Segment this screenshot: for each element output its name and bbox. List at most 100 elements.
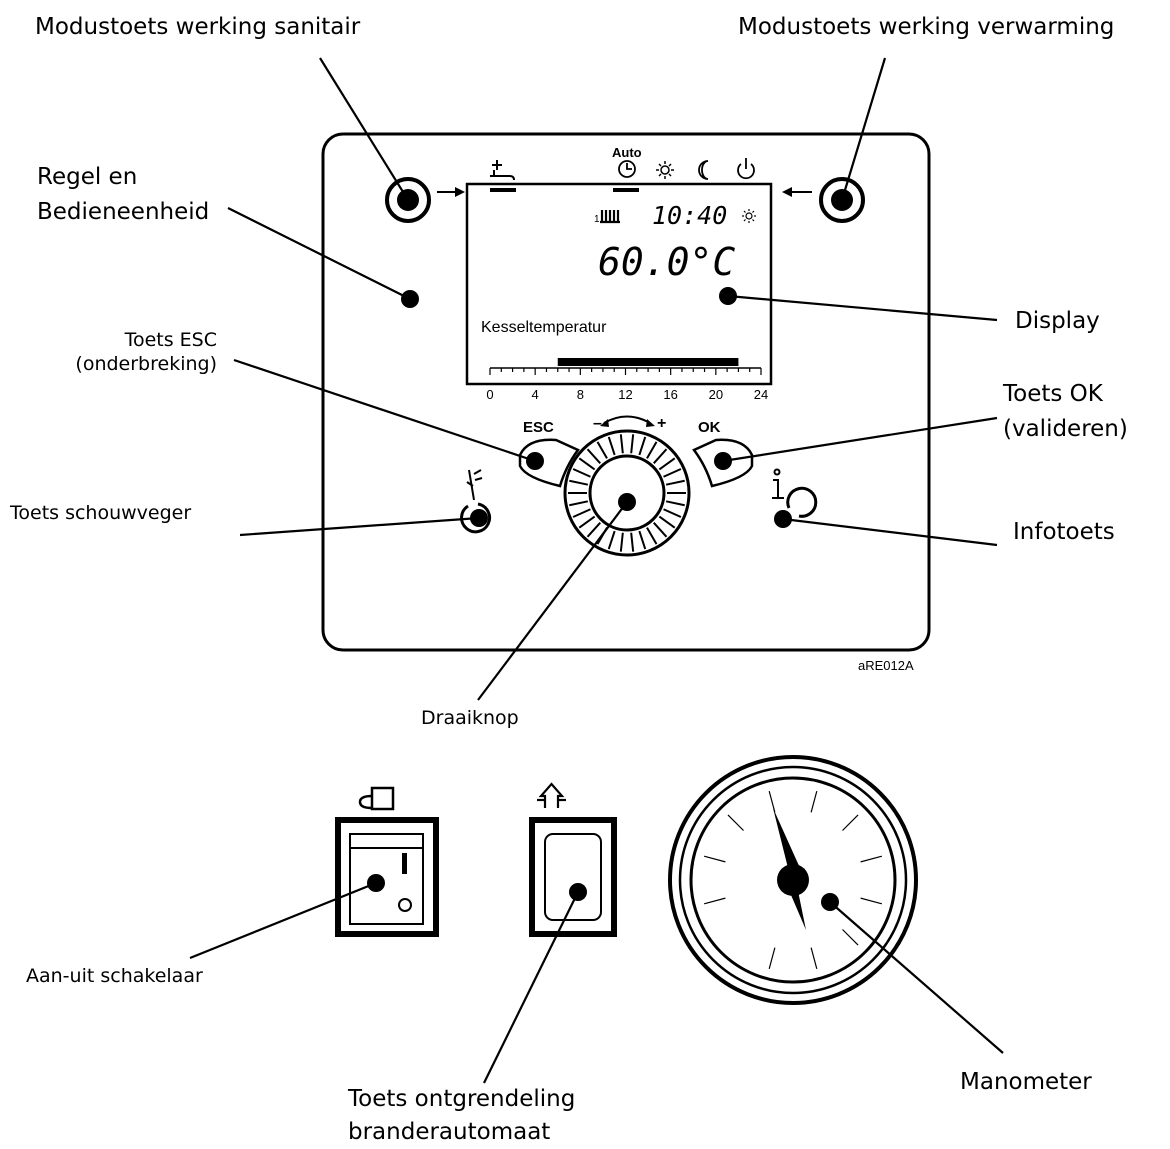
timeline-label: 20 [709, 387, 723, 402]
knob-ridge [607, 530, 616, 550]
knob-ridge [569, 500, 589, 507]
label-reset-2: branderautomaat [348, 1119, 550, 1145]
gauge-tick [810, 790, 818, 813]
label-info: Infotoets [1013, 519, 1115, 545]
label-reset-1: Toets ontgrendeling [347, 1086, 575, 1112]
gauge-tick [842, 814, 859, 831]
standby-icon [737, 158, 755, 180]
timeline-label: 0 [486, 387, 493, 402]
knob-ridge [572, 468, 591, 478]
temperature-readout: 60.0°C [598, 240, 735, 284]
label-chimney-sweep: Toets schouwveger [9, 502, 191, 524]
label-ok-2: (valideren) [1003, 416, 1128, 442]
knob-ridge [646, 441, 658, 459]
gauge-tick [810, 947, 818, 970]
timeline-label: 12 [618, 387, 632, 402]
knob-ridge [572, 508, 591, 518]
gauge-scale-ticks [703, 790, 883, 970]
radiator-icon [600, 210, 620, 224]
knob-ridge [596, 441, 608, 459]
chimney-sweep-icon [466, 469, 483, 501]
label-mode-heating: Modustoets werking verwarming [738, 14, 1114, 40]
timeline-label: 16 [663, 387, 677, 402]
timeline-label: 8 [577, 387, 584, 402]
leader-lines [189, 57, 1004, 1084]
knob-ridge [653, 522, 668, 538]
rotary-knob[interactable] [563, 429, 691, 557]
knob-ridge [586, 448, 601, 464]
timeline-ticks [489, 368, 762, 375]
knob-ridge [586, 522, 601, 538]
gauge-tick [727, 814, 744, 831]
gauge-tick [703, 855, 726, 863]
burner-reset-button[interactable] [529, 817, 617, 937]
knob-ridge [619, 434, 624, 454]
rotate-left-arrow-icon [600, 419, 609, 427]
display-caption: Kesseltemperatur [481, 319, 607, 336]
sun-icon [656, 161, 674, 179]
auto-mode-indicator [613, 188, 639, 192]
label-control-unit-1: Regel en [37, 164, 137, 190]
knob-ridge [569, 479, 589, 486]
power-switch[interactable] [335, 817, 439, 937]
manometer-gauge [668, 755, 918, 1005]
esc-button-housing[interactable] [518, 438, 580, 488]
auto-label: Auto [612, 145, 642, 160]
timeline-label: 24 [754, 387, 768, 402]
label-control-unit-2: Bedieneenheid [37, 199, 209, 225]
knob-ridge [646, 527, 658, 545]
gauge-tick [860, 855, 883, 863]
knob-ridge [630, 434, 635, 454]
heating-arrow-icon [782, 187, 812, 197]
label-manometer: Manometer [960, 1069, 1092, 1095]
circuit-number: 1 [594, 214, 600, 225]
knob-ridge [663, 468, 682, 478]
label-esc-2: (onderbreking) [75, 353, 217, 375]
ok-label: OK [698, 419, 721, 436]
knob-ridge [630, 532, 635, 552]
gauge-tick [842, 929, 859, 946]
power-switch-icon [358, 786, 395, 811]
day-sun-icon [742, 209, 756, 223]
knob-ridge [607, 436, 616, 456]
switch-on-mark [402, 853, 407, 874]
gauge-needle-lower [788, 888, 806, 930]
gauge-needle-upper [773, 808, 800, 872]
sanitary-arrow-icon [437, 187, 465, 197]
knob-ridge [638, 436, 647, 456]
label-ok-1: Toets OK [1002, 381, 1104, 407]
knob-ridge [619, 532, 624, 552]
knob-ridge [665, 479, 685, 486]
timeline-label: 4 [532, 387, 539, 402]
label-knob: Draaiknop [421, 707, 519, 729]
plus-label: + [657, 415, 666, 432]
knob-ridge [578, 515, 596, 529]
timeline-active-period [557, 358, 739, 366]
info-icon [772, 468, 784, 499]
knob-ridge [665, 500, 685, 507]
minus-label: – [593, 415, 602, 432]
reset-icon [537, 782, 566, 808]
label-mode-sanitary: Modustoets werking sanitair [35, 14, 361, 40]
knob-ridge [658, 457, 676, 471]
knob-ridge [658, 515, 676, 529]
rotate-right-arrow-icon [646, 419, 655, 427]
clock-icon [618, 160, 636, 178]
gauge-tick [860, 897, 883, 905]
sanitary-mode-indicator [490, 188, 516, 192]
gauge-tick [768, 947, 776, 970]
switch-off-mark [398, 898, 412, 912]
knob-ridge [578, 457, 596, 471]
moon-icon [698, 160, 709, 180]
gauge-tick [703, 897, 726, 905]
label-display: Display [1015, 308, 1100, 334]
gauge-hub [777, 864, 809, 896]
faucet-icon [490, 160, 515, 181]
figure-code: aRE012A [858, 658, 914, 673]
label-esc-1: Toets ESC [124, 329, 217, 351]
knob-ridge [663, 508, 682, 518]
esc-label: ESC [523, 419, 554, 436]
label-power-switch: Aan-uit schakelaar [26, 965, 203, 987]
